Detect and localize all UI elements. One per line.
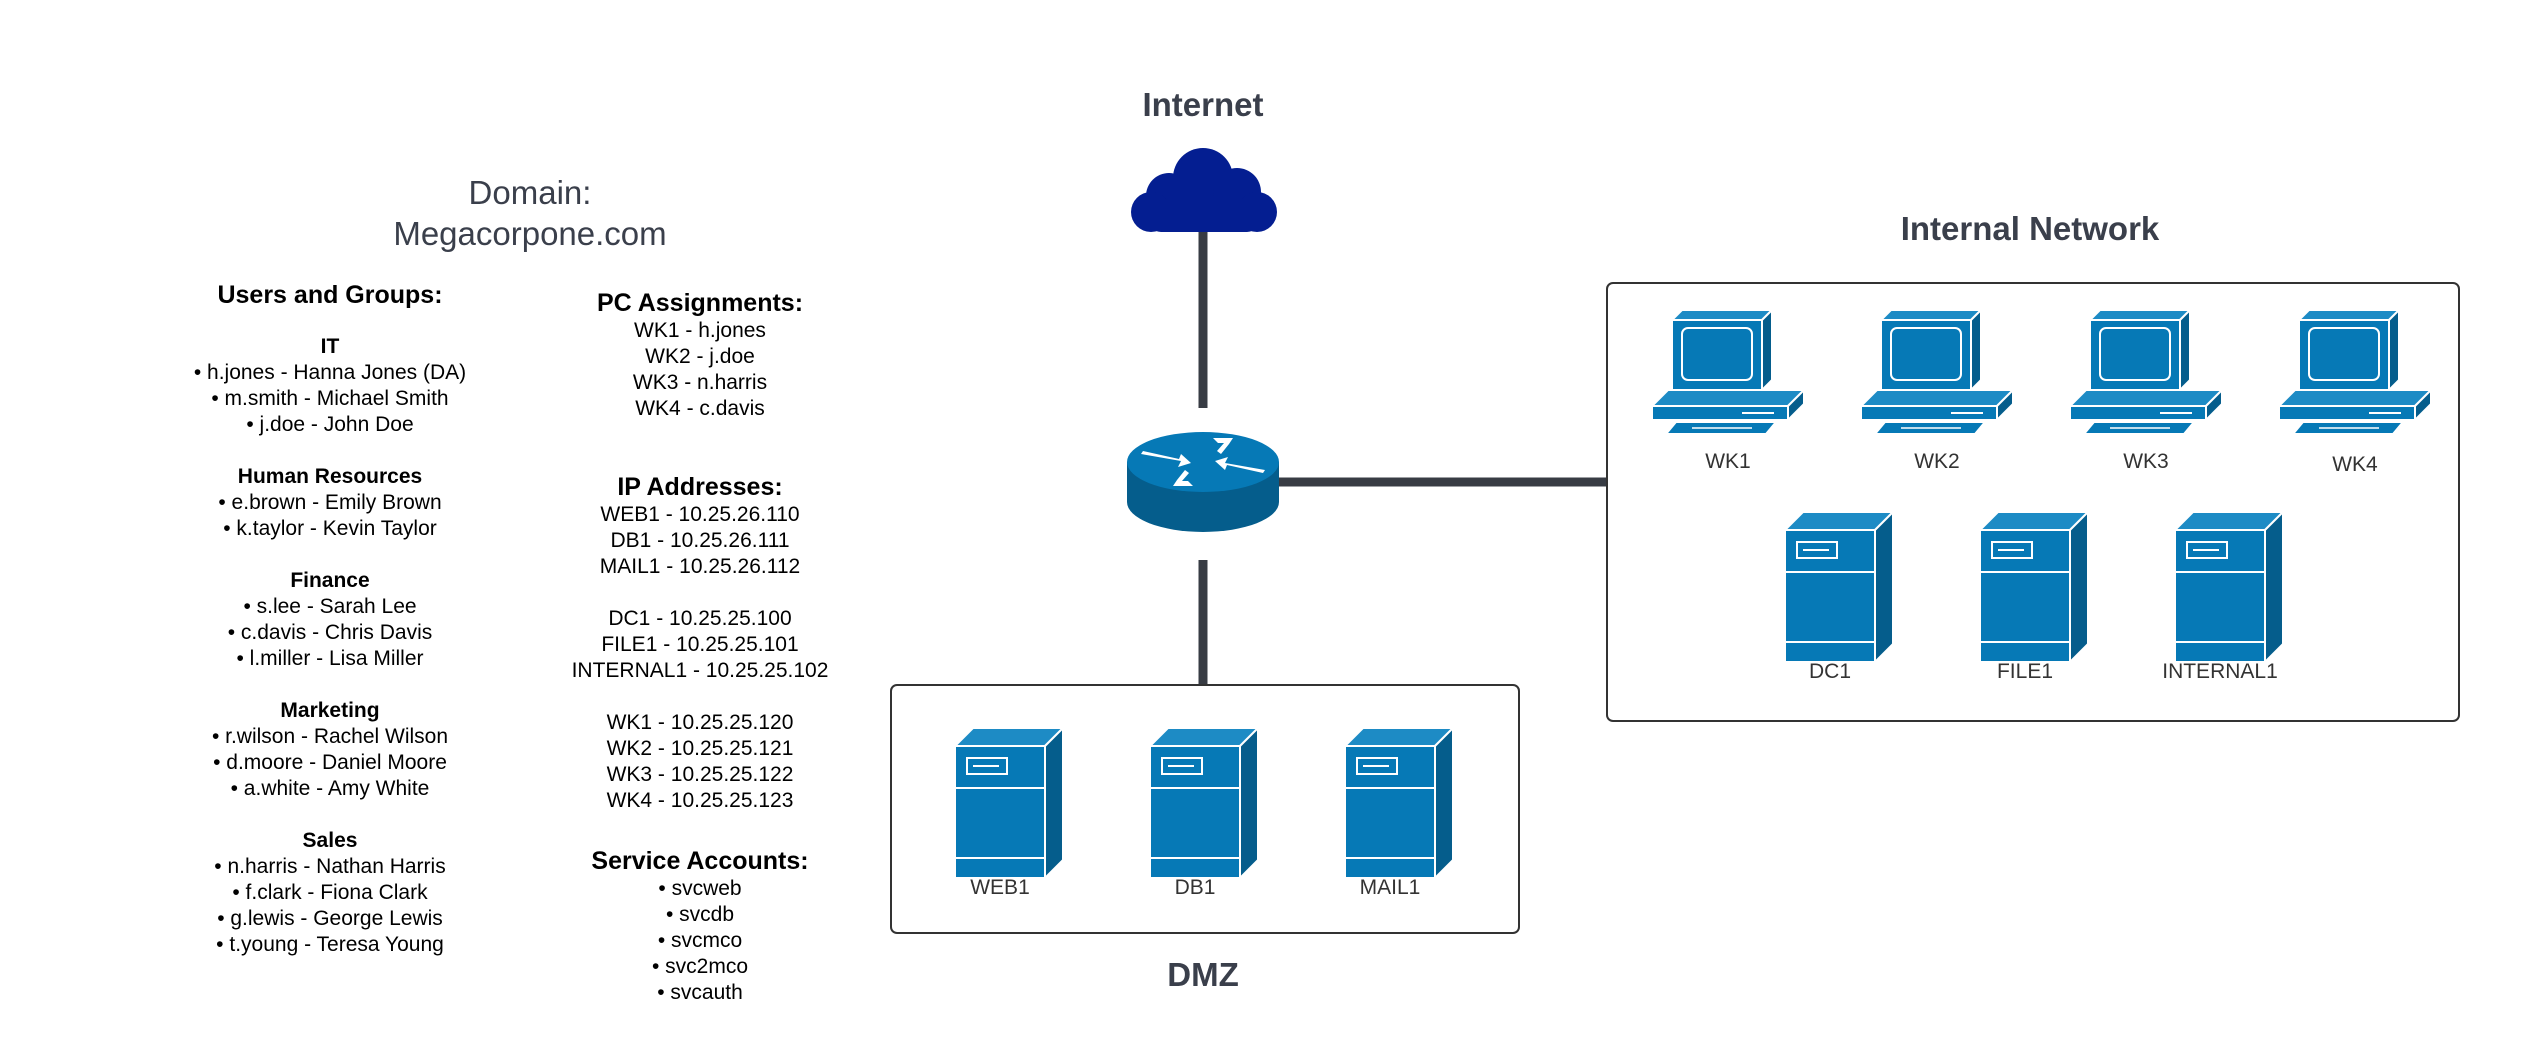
tower-server-icon: [1782, 509, 1896, 667]
user-entry: • j.doe - John Doe: [246, 413, 414, 436]
service-account: • svcweb: [658, 877, 742, 900]
internal-network-label: Internal Network: [1900, 210, 2160, 247]
tower-server-icon: [1342, 725, 1456, 883]
user-entry: • c.davis - Chris Davis: [227, 621, 433, 644]
service-account: • svc2mco: [651, 955, 749, 978]
tower-server-icon: [2172, 509, 2286, 667]
ip-address-entry: WK4 - 10.25.25.123: [606, 789, 794, 812]
user-entry: • n.harris - Nathan Harris: [214, 855, 446, 878]
domain-title-line1: Domain:: [468, 174, 592, 211]
desktop-computer-icon: [2067, 307, 2225, 451]
user-groups-list: IT • h.jones - Hanna Jones (DA) • m.smith …: [130, 334, 530, 958]
users-groups-heading: Users and Groups:: [217, 281, 443, 309]
workstation-label: WK4: [2332, 453, 2378, 476]
router-icon: [1127, 432, 1279, 532]
desktop-computer-icon: [1858, 307, 2016, 451]
tower-server-icon: [1147, 725, 1261, 883]
internet-label: Internet: [1142, 86, 1264, 123]
ip-address-entry: DC1 - 10.25.25.100: [608, 607, 792, 630]
server-label: DC1: [1808, 660, 1851, 683]
user-entry: • r.wilson - Rachel Wilson: [211, 725, 449, 748]
user-entry: • k.taylor - Kevin Taylor: [223, 517, 437, 540]
group-name: Human Resources: [237, 465, 423, 488]
dmz-label: DMZ: [1167, 956, 1239, 993]
user-entry: • g.lewis - George Lewis: [217, 907, 443, 930]
service-account: • svcauth: [657, 981, 743, 1004]
user-entry: • f.clark - Fiona Clark: [232, 881, 428, 904]
ip-address-entry: FILE1 - 10.25.25.101: [601, 633, 799, 656]
user-entry: • s.lee - Sarah Lee: [243, 595, 417, 618]
desktop-computer-icon: [2276, 307, 2434, 451]
user-entry: • m.smith - Michael Smith: [211, 387, 449, 410]
group-name: Sales: [302, 829, 358, 852]
pc-assignment: WK1 - h.jones: [634, 319, 766, 342]
user-entry: • t.young - Teresa Young: [216, 933, 444, 956]
ip-address-entry: MAIL1 - 10.25.26.112: [599, 555, 801, 578]
ip-addresses-heading: IP Addresses:: [617, 473, 783, 501]
ip-address-entry: INTERNAL1 - 10.25.25.102: [571, 659, 829, 682]
pc-assignments-heading: PC Assignments:: [596, 289, 804, 317]
server-label: MAIL1: [1359, 876, 1421, 899]
user-entry: • e.brown - Emily Brown: [218, 491, 442, 514]
ip-address-entry: DB1 - 10.25.26.111: [610, 529, 790, 552]
workstation-label: WK1: [1705, 450, 1751, 473]
pc-assignment: WK3 - n.harris: [632, 371, 768, 394]
ip-address-entry: WK3 - 10.25.25.122: [606, 763, 794, 786]
users-groups-panel: Users and Groups: IT • h.jones - Hanna Jo…: [130, 280, 530, 958]
group-name: Finance: [290, 569, 370, 592]
server-label: INTERNAL1: [2162, 660, 2278, 683]
desktop-computer-icon: [1649, 307, 1807, 451]
user-entry: • a.white - Amy White: [230, 777, 430, 800]
group-name: Marketing: [280, 699, 380, 722]
server-label: WEB1: [970, 876, 1030, 899]
user-entry: • l.miller - Lisa Miller: [236, 647, 424, 670]
user-entry: • d.moore - Daniel Moore: [213, 751, 447, 774]
ip-address-entry: WK1 - 10.25.25.120: [606, 711, 794, 734]
tower-server-icon: [952, 725, 1066, 883]
tower-server-icon: [1977, 509, 2091, 667]
pc-assignment: WK4 - c.davis: [635, 397, 765, 420]
service-accounts-heading: Service Accounts:: [591, 847, 809, 875]
service-account: • svcmco: [657, 929, 743, 952]
group-name: IT: [320, 335, 340, 358]
pc-assignment: WK2 - j.doe: [645, 345, 755, 368]
workstation-label: WK3: [2123, 450, 2169, 473]
domain-title-line2: Megacorpone.com: [393, 215, 667, 252]
server-label: DB1: [1174, 876, 1216, 899]
domain-title: Domain: Megacorpone.com: [330, 172, 730, 254]
workstation-label: WK2: [1914, 450, 1960, 473]
user-entry: • h.jones - Hanna Jones (DA): [193, 361, 467, 384]
service-account: • svcdb: [665, 903, 735, 926]
service-accounts-list: • svcweb • svcdb • svcmco • svc2mco • svcaut…: [500, 876, 900, 1006]
ip-address-entry: WK2 - 10.25.25.121: [606, 737, 794, 760]
server-label: FILE1: [1996, 660, 2054, 683]
ip-address-entry: WEB1 - 10.25.26.110: [600, 503, 800, 526]
cloud-icon: [1131, 148, 1277, 232]
